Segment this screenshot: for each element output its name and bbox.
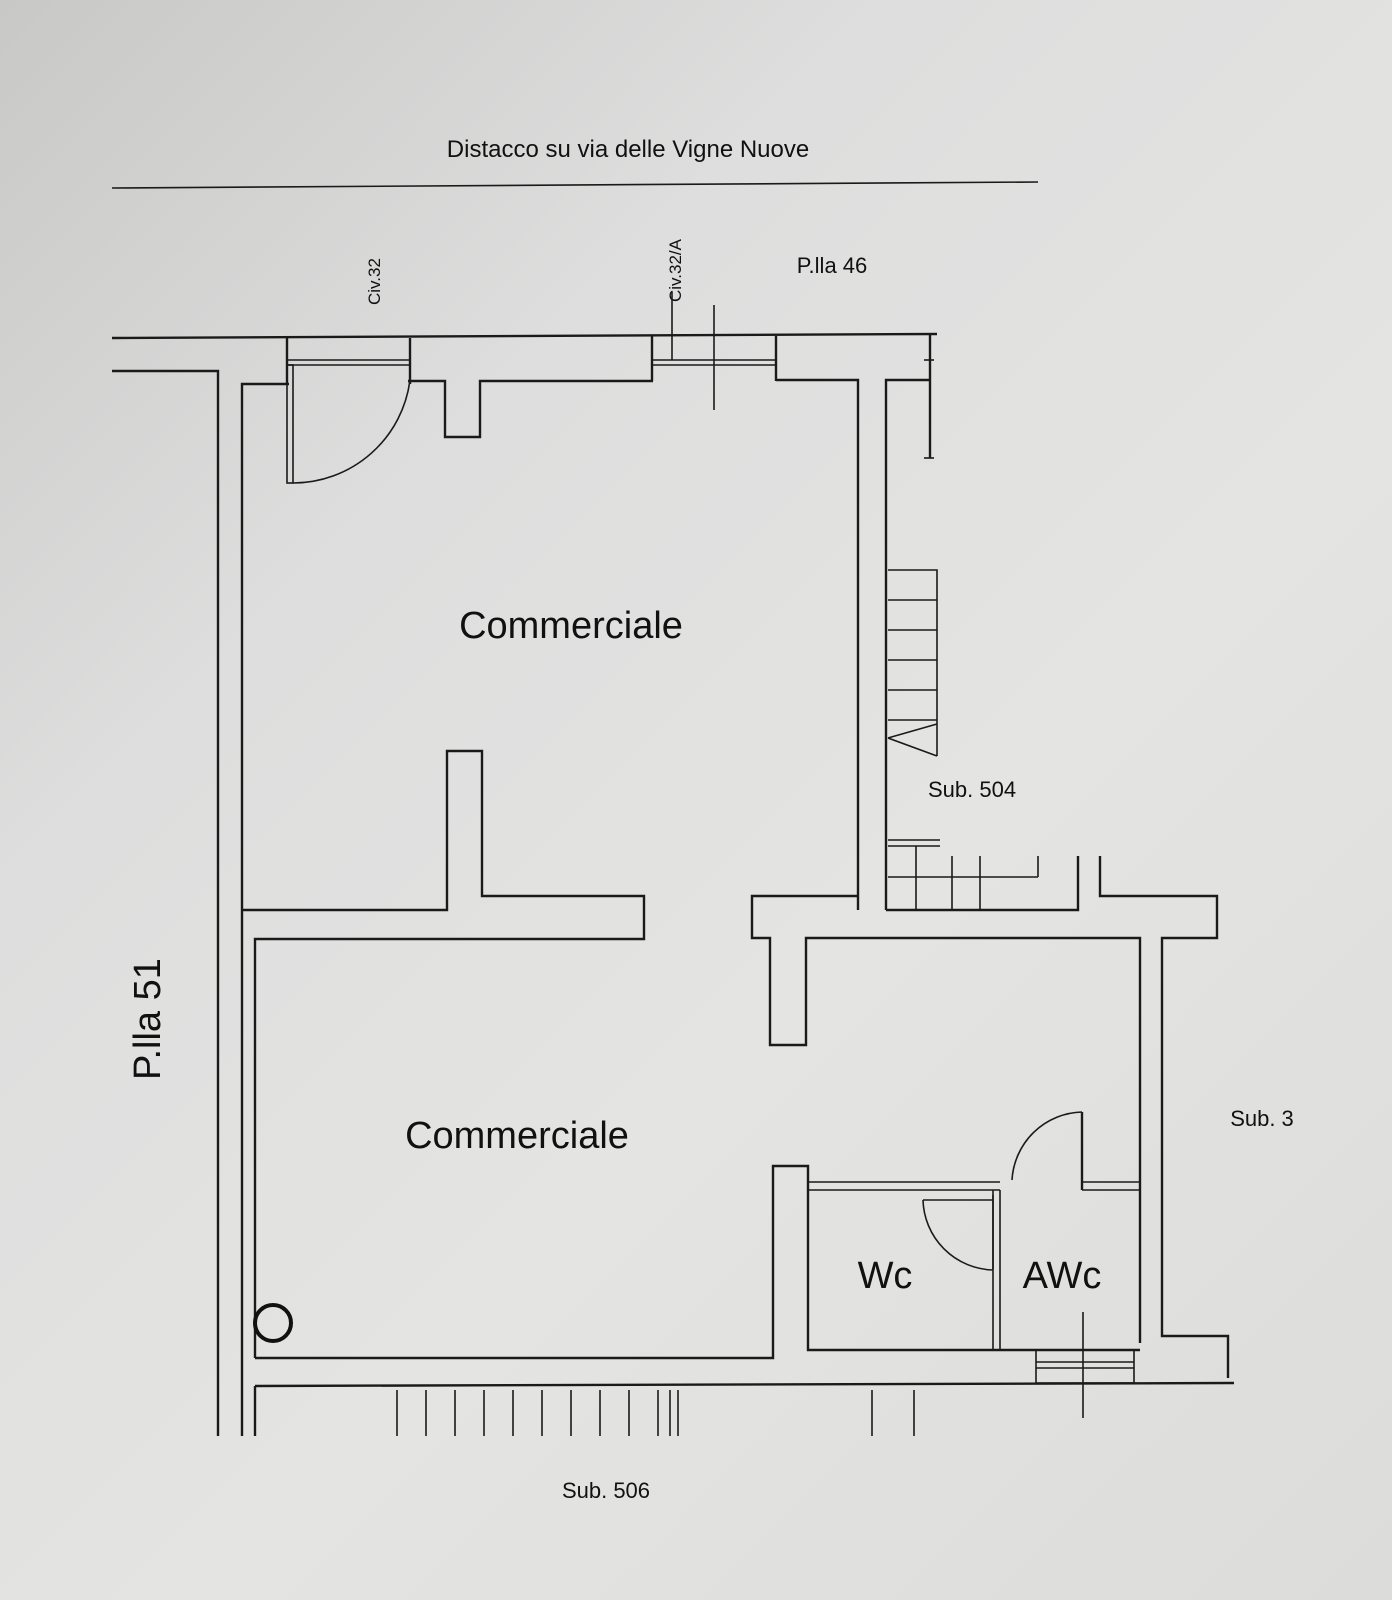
bathroom-block xyxy=(255,1111,1140,1360)
parcel-46-label: P.lla 46 xyxy=(797,253,868,278)
wc-label: Wc xyxy=(858,1255,913,1297)
upper-partition-walls xyxy=(242,749,1230,1378)
room-top-label: Commerciale xyxy=(459,605,683,647)
column-marker xyxy=(253,1303,293,1343)
bottom-outer-wall xyxy=(253,1381,1235,1436)
door-civ32 xyxy=(285,338,412,484)
staircase xyxy=(887,569,938,757)
room-bottom-label: Commerciale xyxy=(405,1115,629,1157)
street-label: Distacco su via delle Vigne Nuove xyxy=(447,136,809,163)
sub-504-label: Sub. 504 xyxy=(928,777,1016,802)
civic-32-label: Civ.32 xyxy=(365,258,384,305)
sub-506-label: Sub. 506 xyxy=(562,1478,650,1503)
awc-label: AWc xyxy=(1023,1255,1102,1297)
parcel-51-label: P.lla 51 xyxy=(127,958,169,1080)
civic-32a-label: Civ.32/A xyxy=(666,238,685,302)
window-civ32a xyxy=(650,292,778,410)
street-boundary-line xyxy=(111,181,1039,189)
sub-3-label: Sub. 3 xyxy=(1230,1106,1294,1131)
corridor-steps xyxy=(888,839,1039,910)
top-facade-wall xyxy=(111,332,938,1436)
window-bottom-awc xyxy=(1035,1312,1135,1418)
